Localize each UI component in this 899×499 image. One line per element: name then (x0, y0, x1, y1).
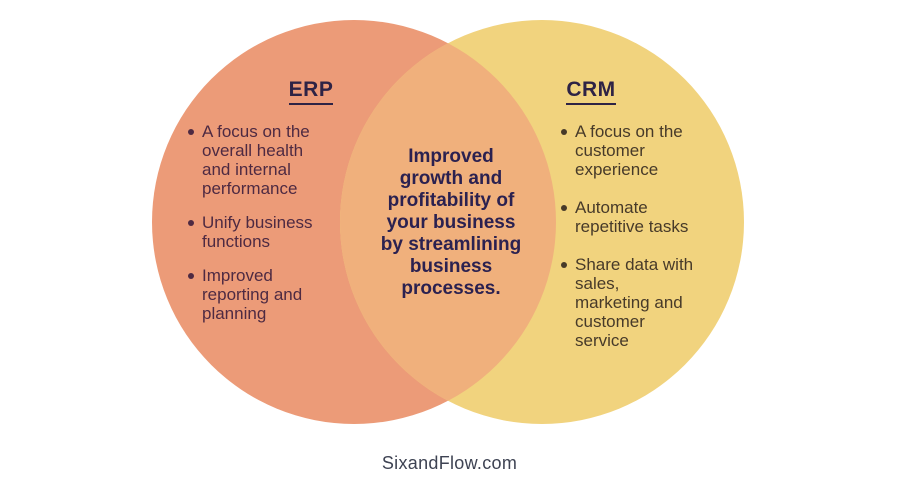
erp-bullet-list: A focus on the overall health and intern… (188, 122, 352, 338)
erp-title-text: ERP (288, 77, 334, 106)
bullet-icon (188, 129, 194, 135)
bullet-icon (561, 129, 567, 135)
list-item-text: Unify business functions (202, 213, 313, 251)
list-item: Automate repetitive tasks (561, 198, 733, 236)
list-item: A focus on the overall health and intern… (188, 122, 352, 198)
overlap-statement: Improved growth and profitability of you… (380, 146, 522, 299)
list-item-text: Improved reporting and planning (202, 266, 303, 323)
list-item-text: A focus on the overall health and intern… (202, 122, 310, 198)
list-item: Unify business functions (188, 213, 352, 251)
list-item: Improved reporting and planning (188, 266, 352, 323)
crm-bullet-list: A focus on the customer experience Autom… (561, 122, 733, 369)
bullet-icon (188, 220, 194, 226)
bullet-icon (561, 205, 567, 211)
list-item: Share data with sales, marketing and cus… (561, 255, 733, 350)
crm-title-text: CRM (566, 77, 616, 106)
erp-title: ERP (261, 77, 361, 106)
crm-title: CRM (541, 77, 641, 106)
overlap-region (152, 20, 556, 424)
list-item-text: A focus on the customer experience (575, 122, 683, 179)
list-item: A focus on the customer experience (561, 122, 733, 179)
website-credit: SixandFlow.com (381, 453, 518, 473)
bullet-icon (561, 262, 567, 268)
bullet-icon (188, 273, 194, 279)
list-item-text: Share data with sales, marketing and cus… (575, 255, 694, 350)
list-item-text: Automate repetitive tasks (575, 198, 689, 236)
